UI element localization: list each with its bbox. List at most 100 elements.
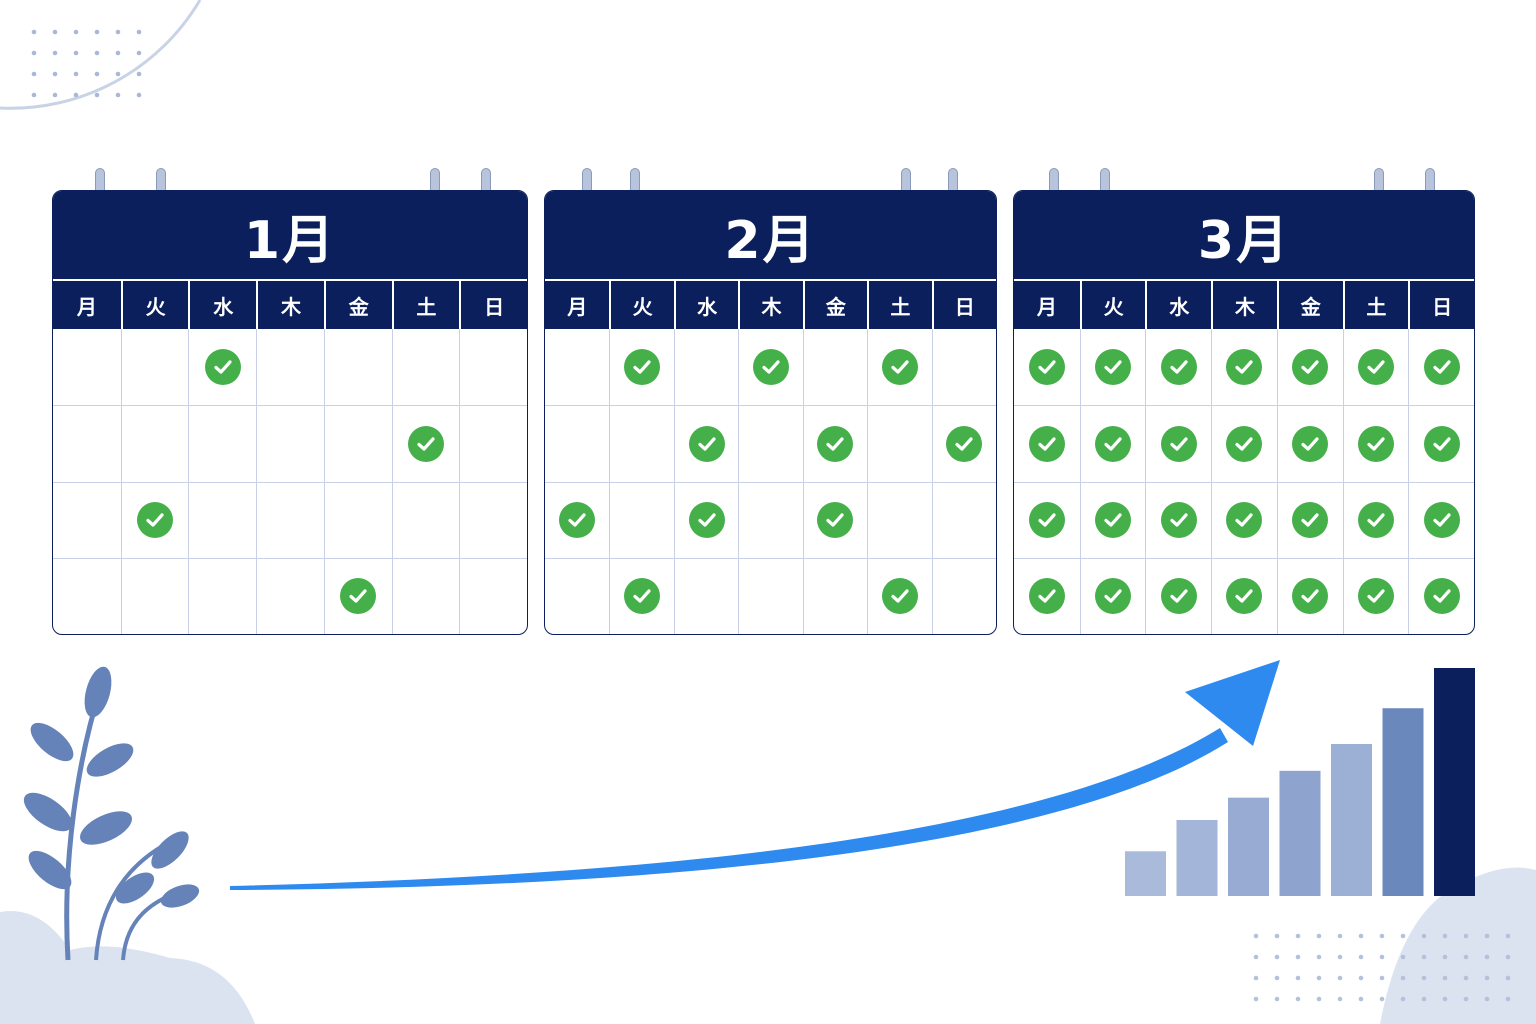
weekday-label: 日 [1408, 281, 1474, 329]
calendar-day-cell [738, 481, 803, 558]
calendar-day-cell [1211, 481, 1277, 558]
calendar-day-cell [256, 405, 324, 482]
check-icon [1423, 502, 1460, 539]
decor-dot [1274, 996, 1280, 1002]
calendar-day-cell [609, 481, 674, 558]
calendar-day-cell [256, 557, 324, 634]
chart-bar [1331, 744, 1372, 896]
weekday-label: 火 [1079, 281, 1146, 329]
check-icon [1028, 502, 1065, 539]
calendar-month-title: 3月 [1014, 191, 1474, 279]
calendar-day-grid [545, 329, 996, 634]
calendar-day-cell [1342, 329, 1409, 406]
calendar-day-cell [391, 557, 460, 634]
weekday-label: 月 [76, 294, 97, 319]
decor-dot [1358, 954, 1364, 960]
calendar-day-cell [188, 557, 257, 634]
decor-dot [1505, 933, 1511, 939]
calendar-day-cell [867, 405, 932, 482]
calendar-day-cell [459, 481, 527, 558]
weekday-label: 木 [738, 281, 802, 329]
decor-dot [73, 50, 79, 56]
decor-dot [1421, 954, 1427, 960]
weekday-label: 火 [120, 281, 189, 329]
calendar-day-cell [391, 329, 460, 406]
decor-dot [1253, 975, 1259, 981]
decor-dot [31, 29, 37, 35]
decor-dot [1442, 954, 1448, 960]
decor-dot [31, 50, 37, 56]
calendar-day-cell [609, 405, 674, 482]
decor-dot [1253, 954, 1259, 960]
check-icon [1226, 578, 1263, 615]
weekday-label: 月 [567, 294, 588, 319]
calendar-day-cell [1211, 405, 1277, 482]
calendar-day-cell [609, 557, 674, 634]
check-icon [624, 349, 661, 386]
calendar-day-cell [867, 481, 932, 558]
calendar-march: 3月 月 火 水 木 金 土 日 [1013, 190, 1475, 635]
decor-dot [1316, 954, 1322, 960]
decor-dot [73, 29, 79, 35]
decor-dot [1505, 954, 1511, 960]
calendar-day-cell [323, 405, 392, 482]
check-icon [1423, 349, 1460, 386]
right-blob [1380, 867, 1536, 1024]
calendar-day-cell [53, 557, 121, 634]
calendar-day-cell [673, 481, 739, 558]
calendar-day-cell [1014, 481, 1080, 558]
weekday-label: 火 [609, 281, 673, 329]
weekday-header: 月 火 水 木 金 土 日 [1014, 281, 1474, 329]
check-icon [137, 502, 174, 539]
calendar-day-cell [1408, 329, 1474, 406]
weekday-label: 日 [931, 281, 996, 329]
decor-dot [1421, 975, 1427, 981]
check-icon [340, 578, 377, 615]
decor-dot [1295, 996, 1301, 1002]
check-icon [1423, 425, 1460, 462]
calendar-day-cell [120, 481, 189, 558]
check-icon [1095, 502, 1132, 539]
calendar-day-cell [53, 329, 121, 405]
calendar-day-cell [1079, 557, 1146, 634]
check-icon [204, 349, 241, 386]
decor-dot [94, 92, 100, 98]
check-icon [1028, 578, 1065, 615]
check-icon [559, 502, 596, 539]
weekday-label: 金 [1276, 281, 1343, 329]
chart-bar [1434, 668, 1475, 896]
calendar-day-cell [1342, 405, 1409, 482]
decor-dot [1358, 996, 1364, 1002]
decor-dot [136, 92, 142, 98]
calendar-day-cell [188, 405, 257, 482]
decor-dot [1316, 975, 1322, 981]
calendar-day-cell [1276, 329, 1343, 406]
weekday-label: 土 [867, 281, 931, 329]
check-icon [817, 502, 854, 539]
decor-dot [94, 50, 100, 56]
decor-dot [1463, 975, 1469, 981]
arrow-head [1185, 660, 1280, 746]
weekday-label: 水 [1145, 281, 1211, 329]
calendar-day-cell [802, 481, 868, 558]
check-icon [881, 578, 918, 615]
calendar-day-cell [391, 405, 460, 482]
calendar-day-cell [459, 557, 527, 634]
decor-dot [1253, 933, 1259, 939]
check-icon [1160, 502, 1197, 539]
check-icon [1226, 502, 1263, 539]
check-icon [1292, 425, 1329, 462]
dot-pattern-top-left [31, 29, 142, 98]
weekday-label: 月 [1036, 294, 1057, 319]
left-blob [0, 911, 255, 1024]
decor-dot [1442, 996, 1448, 1002]
calendar-day-cell [545, 405, 610, 481]
decor-dot [1379, 996, 1385, 1002]
decor-dot [1253, 996, 1259, 1002]
calendar-day-cell [738, 405, 803, 482]
decor-dot [1379, 954, 1385, 960]
check-icon [881, 349, 918, 386]
calendar-month-title: 1月 [53, 191, 527, 279]
calendar-day-cell [1276, 405, 1343, 482]
calendar-day-cell [53, 481, 121, 558]
